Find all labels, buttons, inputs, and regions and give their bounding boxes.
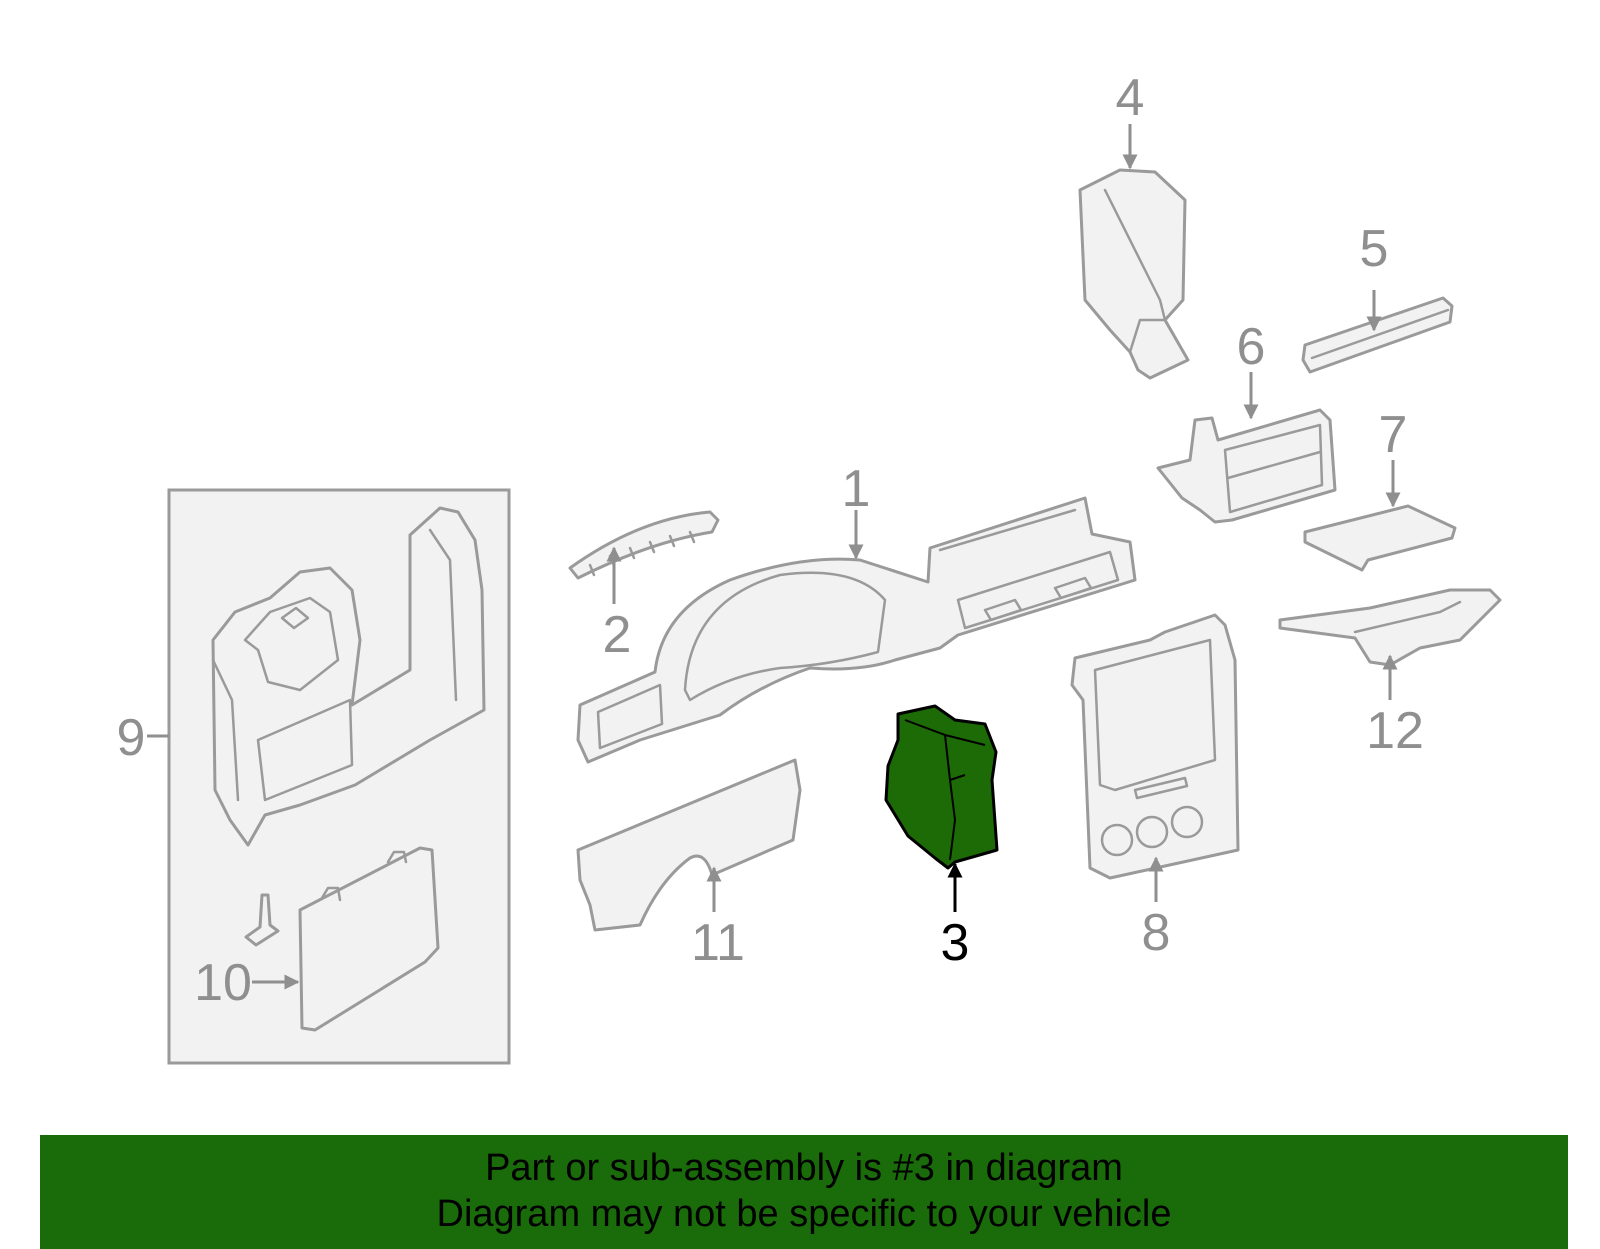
glove-box-door (298, 846, 440, 1032)
part-3-highlighted (884, 704, 999, 870)
callout-4: 4 (1116, 69, 1145, 127)
part-12-lower-trim (1278, 588, 1502, 667)
callout-12: 12 (1366, 702, 1424, 760)
callout-10: 10 (194, 954, 252, 1012)
part-4-duct (1078, 168, 1190, 380)
callout-5: 5 (1360, 220, 1389, 278)
console-panel (211, 506, 486, 847)
banner-line-2: Diagram may not be specific to your vehi… (436, 1193, 1172, 1235)
part-7-tray (1303, 504, 1457, 572)
callout-7: 7 (1379, 406, 1408, 464)
part-1-dash-bezel (576, 496, 1137, 764)
info-banner: Part or sub-assembly is #3 in diagram Di… (40, 1135, 1568, 1249)
subassembly-box (167, 488, 511, 1065)
banner-line-1: Part or sub-assembly is #3 in diagram (485, 1147, 1123, 1189)
part-11-lower-panel (576, 758, 802, 932)
callout-6: 6 (1237, 318, 1266, 376)
part-8-center-bezel (1070, 613, 1240, 880)
callout-8: 8 (1142, 904, 1171, 962)
callout-1: 1 (842, 460, 871, 518)
callout-3: 3 (941, 914, 970, 972)
callout-9: 9 (117, 709, 146, 767)
clip (244, 893, 280, 947)
callout-11: 11 (691, 914, 745, 972)
callout-2: 2 (603, 606, 632, 664)
